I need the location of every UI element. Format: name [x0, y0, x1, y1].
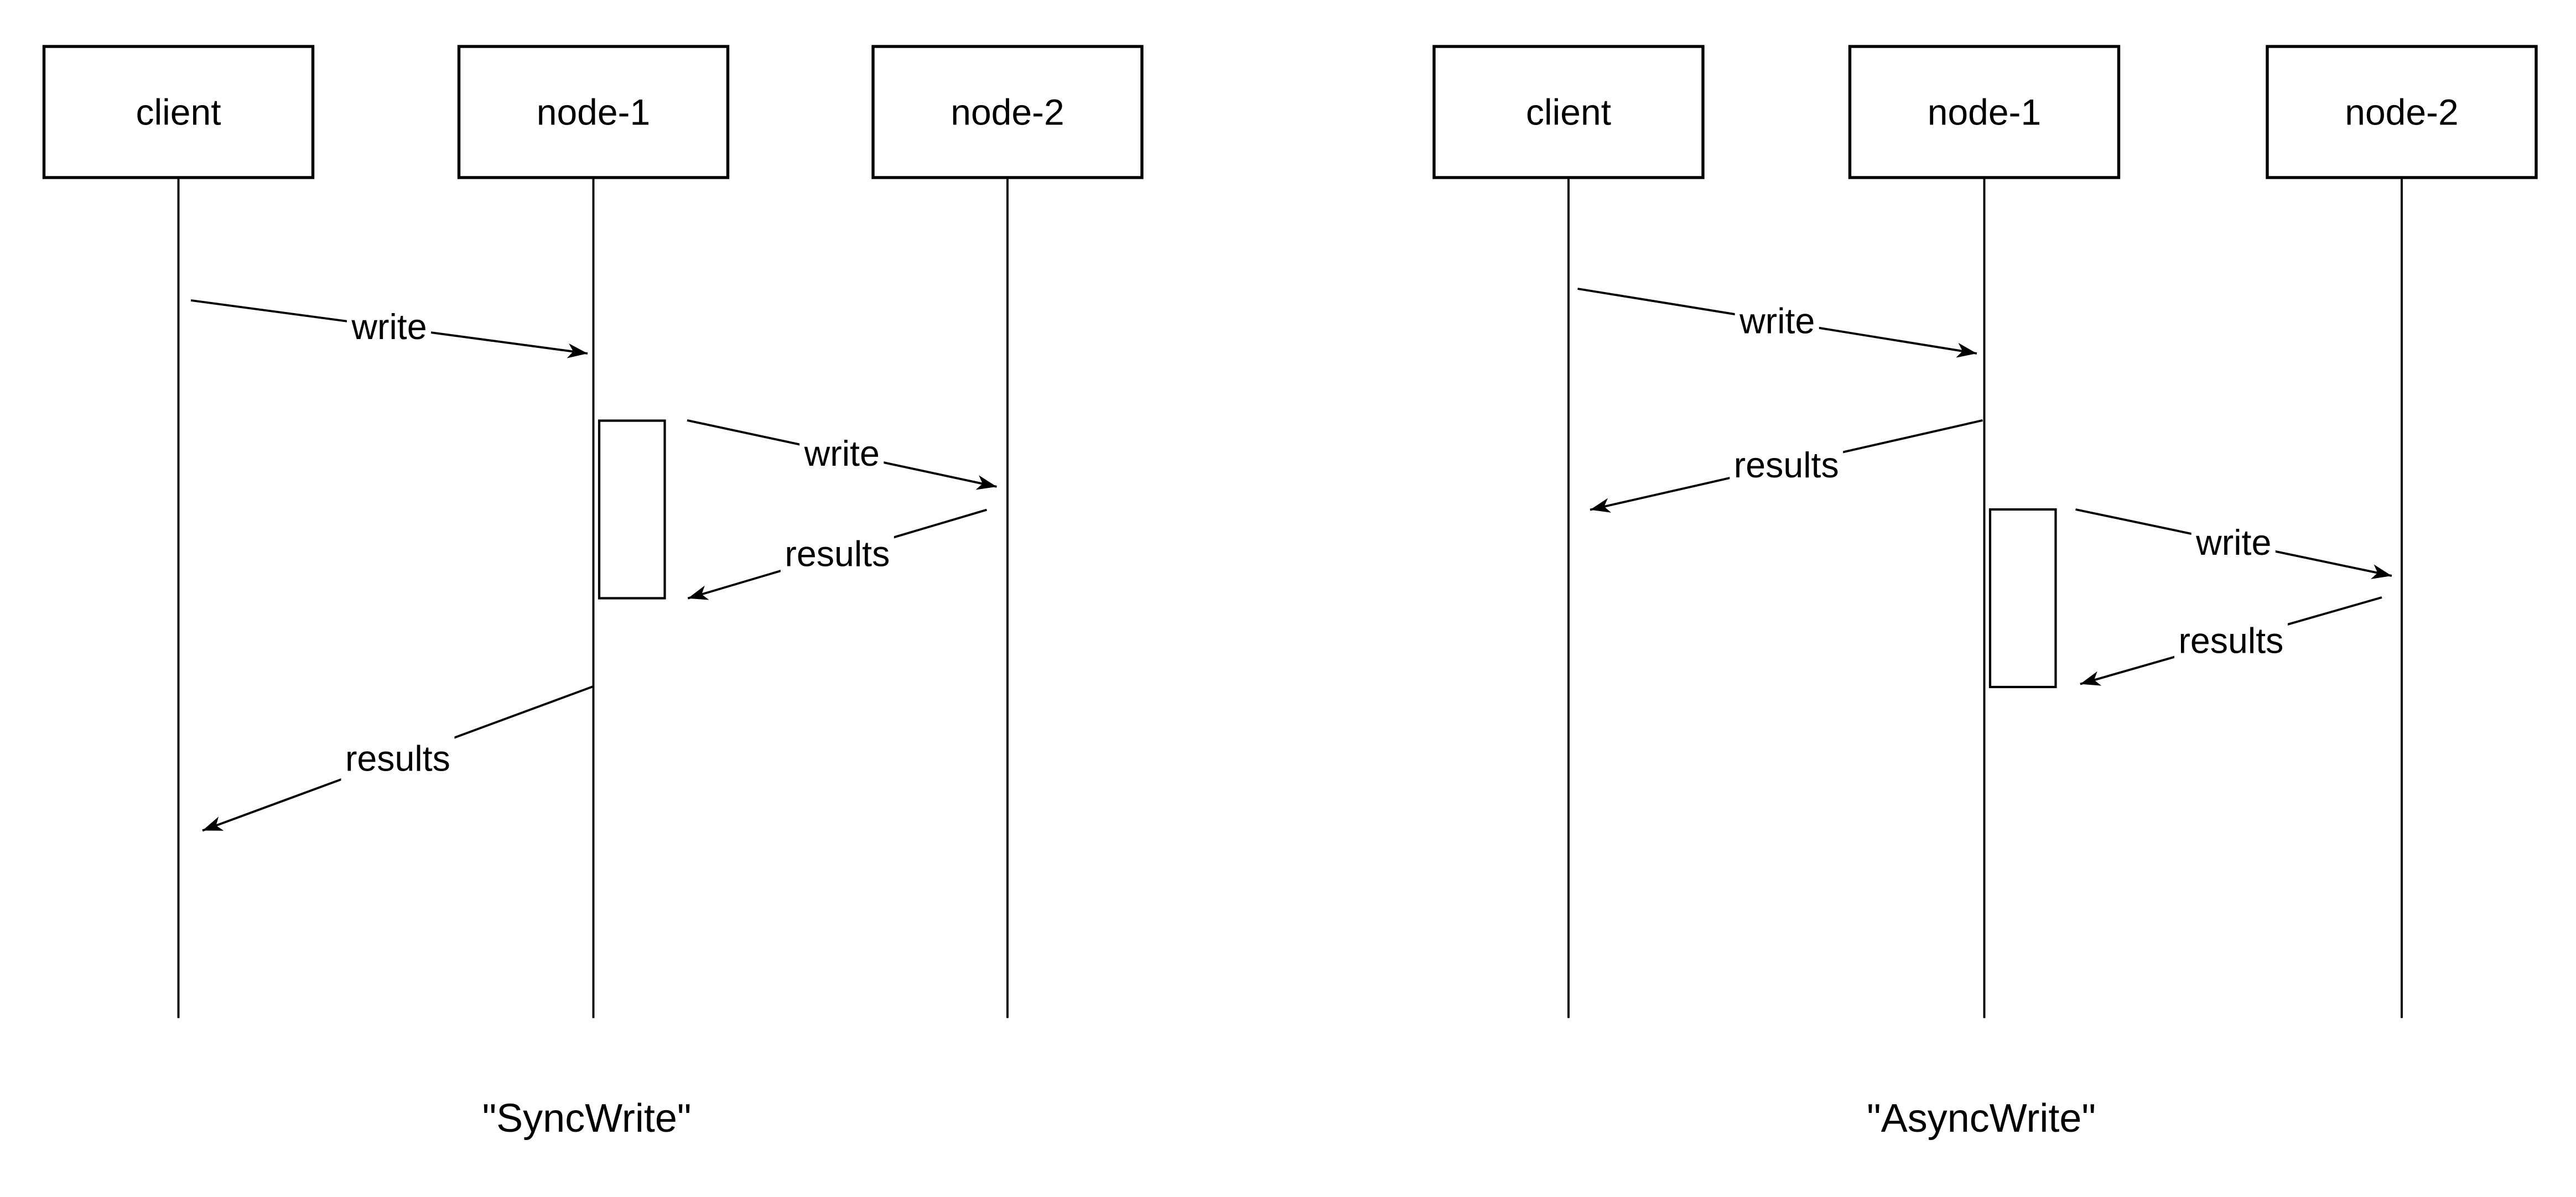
actor-label: client — [136, 92, 221, 133]
message-label: write — [804, 434, 880, 473]
message-label: write — [1739, 301, 1815, 341]
actor-label: client — [1526, 92, 1611, 133]
sequence-diagram-async-write: client node-1 node-2 write results write resul… — [1432, 45, 2538, 1141]
message-label: results — [1734, 445, 1839, 485]
activation-bar — [1988, 508, 2057, 689]
activation-bar — [598, 419, 666, 600]
message-label: write — [2195, 523, 2271, 563]
message-label-background — [2191, 518, 2276, 567]
actor-label: node-2 — [2345, 92, 2459, 133]
actor-box-node-2 — [871, 45, 1144, 179]
message-label-background — [780, 530, 894, 579]
actor-box-client — [1432, 45, 1705, 179]
actor-label: node-1 — [537, 92, 651, 133]
actor-label: node-2 — [951, 92, 1064, 133]
message-label-background — [341, 734, 455, 783]
diagram-caption: "SyncWrite" — [482, 1096, 692, 1141]
diagram-caption: "AsyncWrite" — [1867, 1096, 2096, 1141]
message-label: results — [785, 534, 890, 574]
actor-box-node-1 — [457, 45, 730, 179]
message-label-background — [1730, 441, 1843, 490]
sequence-diagram-sync-write: client node-1 node-2 write write results resul… — [42, 45, 1144, 1141]
actor-box-node-1 — [1848, 45, 2121, 179]
actor-box-client — [42, 45, 315, 179]
actor-box-node-2 — [2266, 45, 2538, 179]
message-label-background — [799, 429, 884, 478]
message-label-background — [1734, 297, 1819, 345]
message-label: results — [345, 738, 450, 778]
message-label-background — [346, 303, 432, 351]
message-label-background — [2174, 616, 2288, 665]
message-label: results — [2178, 621, 2283, 660]
actor-label: node-1 — [1928, 92, 2042, 133]
message-label: write — [351, 307, 427, 347]
